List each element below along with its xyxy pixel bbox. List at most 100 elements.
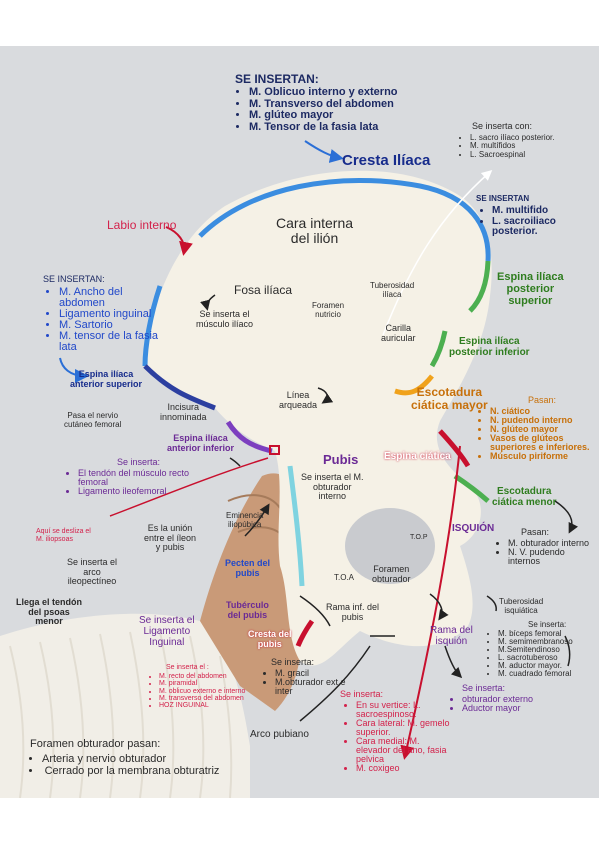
list-item: M. cuadrado femoral [498, 670, 599, 678]
pasan-menor-list: M. obturador interno N. V. pudendo inter… [496, 539, 598, 566]
list-item: HOZ INGUINAL [159, 702, 254, 709]
list-item: M. oblicuo externo e interno [159, 688, 254, 695]
list-item: Ligamento ileofemoral [78, 487, 203, 496]
sweater-sleeve [0, 613, 250, 798]
list-item: N. V. pudendo internos [508, 548, 598, 566]
left-insertions-list: M. Ancho del abdomen Ligamento inguinal … [47, 287, 159, 353]
list-item: N. ciático [490, 407, 595, 416]
list-item: M. Tensor de la fasia lata [249, 121, 398, 134]
list-item: Vasos de glúteos superiores e inferiores… [490, 434, 595, 452]
list-item: M. Ancho del abdomen [59, 287, 159, 309]
list-item: M. glúteo mayor [249, 110, 398, 122]
list-item: M. piramidal [159, 680, 254, 687]
rama-inserta-title: Se inserta: [271, 657, 315, 667]
list-item: M. Sartorio [59, 320, 159, 331]
isquion-inserta-list: M. bíceps femoral M. semimembranoso M.Se… [486, 630, 599, 678]
list-item: M. Transverso del abdomen [249, 98, 398, 111]
pasan-mayor-list: N. ciático N. pudendo interno N. glúteo … [478, 407, 595, 461]
hand [200, 473, 302, 711]
list-item: Aductor mayor [462, 704, 542, 713]
list-item: M. tensor de la fasia lata [59, 331, 159, 353]
list-item: M. gracil [275, 669, 355, 678]
list-item: obturador externo [462, 695, 542, 704]
diagram-stage: SE INSERTAN: M. Oblicuo interno y extern… [0, 46, 599, 798]
label-fosa-iliaca: Fosa ilíaca [234, 283, 293, 297]
list-item: Músculo piriforme [490, 452, 595, 461]
label-cresta-iliaca: Cresta Ilíaca [342, 152, 431, 169]
list-item: Cara lateral: M. gemelo superior. [356, 719, 451, 737]
list-item: M. transverso del abdomen [159, 695, 254, 702]
left-insertions-title: SE INSERTAN: [43, 274, 105, 284]
list-item: L. sacroiliaco posterior. [492, 216, 577, 238]
ext-inserta-title: Se inserta: [462, 683, 506, 693]
label-isquion: ISQUIÓN [452, 523, 495, 534]
left-inserta-list: El tendón del músculo recto femoral Liga… [66, 469, 203, 496]
pelvis-illustration [0, 140, 579, 798]
list-item: N. pudendo interno [490, 416, 595, 425]
vertice-inserta-list: En su vertice: L. sacroespinoso. Cara la… [344, 701, 451, 773]
list-item: Ligamento inguinal [59, 309, 159, 320]
right-top-list: L. sacro ilíaco posterior. M. multífidos… [458, 133, 560, 159]
list-item: Cara medial: M. elevador del ano, fasia … [356, 737, 451, 764]
left-inserta-title: Se inserta: [117, 457, 161, 467]
list-item: Arteria y nervio obturador [42, 753, 222, 765]
label-arco-pubiano: Arco pubiano [250, 729, 309, 740]
vertice-inserta-title: Se inserta: [340, 689, 384, 699]
list-item: Cerrado por la membrana obturatriz [42, 765, 222, 777]
right-top-title: Se inserta con: [472, 121, 533, 131]
foramen-pasan-title: Foramen obturador pasan: [30, 738, 161, 750]
ext-inserta-list: obturador externo Aductor mayor [450, 695, 542, 713]
list-item: N. glúteo mayor [490, 425, 595, 434]
foramen-obturador-hole [345, 508, 435, 584]
list-item: M. Oblicuo interno y externo [249, 86, 398, 99]
rama-inserta-list: M. gracil M.obturador ext e inter [263, 669, 355, 696]
pasan-menor-title: Pasan: [521, 527, 550, 537]
label-espina-ciatica: Espina ciática [384, 451, 451, 462]
list-item: M. bíceps femoral [498, 630, 599, 638]
right-top2-list: M. multifido L. sacroiliaco posterior. [480, 205, 577, 238]
cresta-inserta-list: M. recto del abdomen M. piramidal M. obl… [147, 673, 254, 710]
list-item: M. semimembranoso [498, 638, 599, 646]
right-top2-title: SE INSERTAN [476, 194, 530, 203]
label-pubis: Pubis [323, 452, 359, 467]
list-item: L. Sacroespinal [470, 150, 560, 159]
label-top: T.O.P [410, 534, 428, 541]
list-item: M. aductor mayor. [498, 662, 599, 670]
pasan-mayor-title: Pasan: [528, 395, 557, 405]
list-item: M. obturador interno [508, 539, 598, 548]
list-item: M. multífidos [470, 141, 560, 150]
list-item: M.obturador ext e inter [275, 678, 355, 696]
list-item: L. sacro ilíaco posterior. [470, 133, 560, 142]
isquion-inserta-title: Se inserta: [528, 620, 567, 629]
foramen-pasan-list: Arteria y nervio obturador Cerrado por l… [30, 753, 222, 777]
list-item: En su vertice: L. sacroespinoso. [356, 701, 451, 719]
label-toa: T.O.A [334, 573, 355, 582]
